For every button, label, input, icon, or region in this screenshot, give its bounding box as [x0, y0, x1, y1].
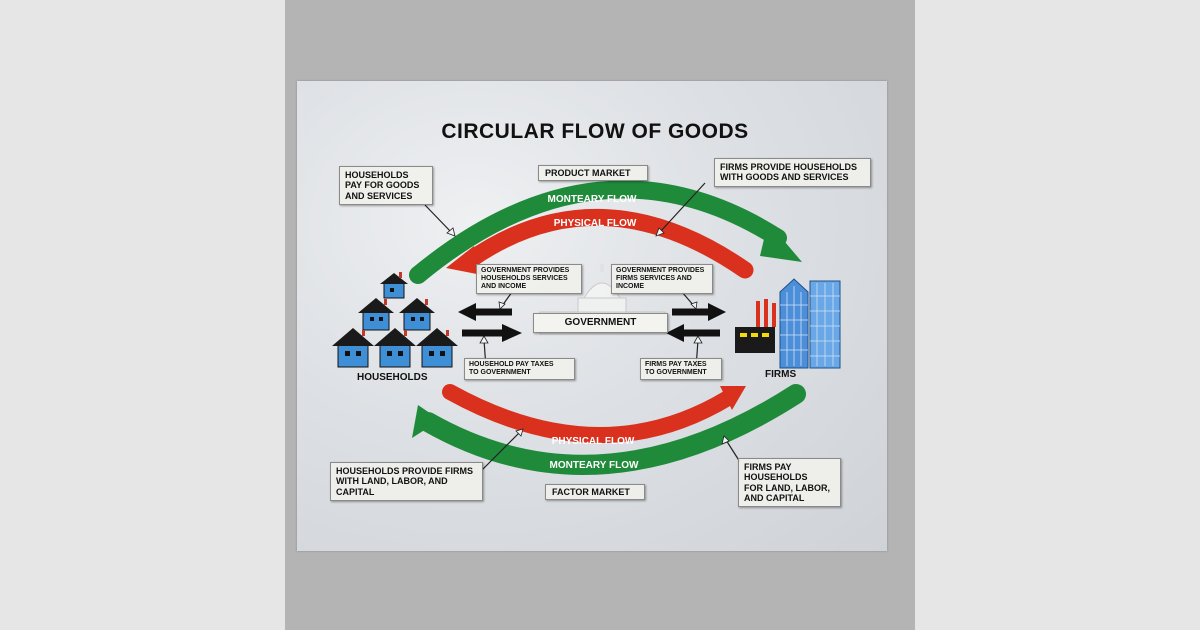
factor-market-label: FACTOR MARKET: [545, 484, 645, 501]
bottom-monetary-arc: [418, 384, 806, 475]
callout-pointer-tips-icon: [446, 227, 730, 445]
houses-icon: [332, 272, 458, 368]
house-icon: [416, 328, 458, 368]
top-monetary-arrowhead: [760, 222, 802, 262]
callout-gov-households: GOVERNMENT PROVIDES HOUSEHOLDS SERVICES …: [476, 264, 582, 295]
skyscraper-icon: [779, 278, 841, 369]
callout-household-taxes: HOUSEHOLD PAY TAXES TO GOVERNMENT: [464, 358, 575, 381]
house-icon: [332, 328, 374, 368]
firms-to-gov-arrow: [666, 324, 720, 342]
bottom-monetary-arrowhead: [412, 405, 440, 438]
house-icon: [380, 273, 408, 299]
product-market-label: PRODUCT MARKET: [538, 165, 648, 182]
skyscraper-windows-icon: [780, 283, 840, 366]
firms-node-label: FIRMS: [765, 369, 797, 380]
top-physical-arrowhead: [446, 246, 482, 275]
factory-icon: [735, 299, 776, 353]
house-icon: [399, 298, 435, 331]
gov-to-households-arrow: [458, 303, 512, 321]
callout-gov-firms: GOVERNMENT PROVIDES FIRMS SERVICES AND I…: [611, 264, 713, 295]
top-physical-arc: [461, 209, 754, 279]
gov-to-firms-arrow: [672, 303, 726, 321]
callout-households-provide: HOUSEHOLDS PROVIDE FIRMS WITH LAND, LABO…: [330, 462, 483, 502]
top-monetary-label: MONTEARY FLOW: [548, 194, 637, 205]
bottom-physical-arrowhead: [720, 386, 746, 410]
bottom-physical-arc: [442, 384, 736, 443]
top-physical-label: PHYSICAL FLOW: [554, 218, 637, 229]
callout-firms-pay: FIRMS PAY HOUSEHOLDS FOR LAND, LABOR, AN…: [738, 458, 841, 508]
house-icon: [374, 328, 416, 368]
bottom-monetary-label: MONTEARY FLOW: [550, 460, 639, 471]
callout-firms-taxes: FIRMS PAY TAXES TO GOVERNMENT: [640, 358, 722, 381]
government-node-label: GOVERNMENT: [533, 313, 668, 333]
diagram-title: CIRCULAR FLOW OF GOODS: [441, 120, 749, 143]
households-to-gov-arrow: [462, 324, 522, 342]
house-icon: [358, 298, 394, 331]
bottom-physical-label: PHYSICAL FLOW: [552, 436, 635, 447]
callout-households-pay: HOUSEHOLDS PAY FOR GOODS AND SERVICES: [339, 166, 433, 206]
callout-firms-provide: FIRMS PROVIDE HOUSEHOLDS WITH GOODS AND …: [714, 158, 871, 187]
top-monetary-arc: [409, 180, 787, 284]
households-node-label: HOUSEHOLDS: [357, 372, 428, 383]
